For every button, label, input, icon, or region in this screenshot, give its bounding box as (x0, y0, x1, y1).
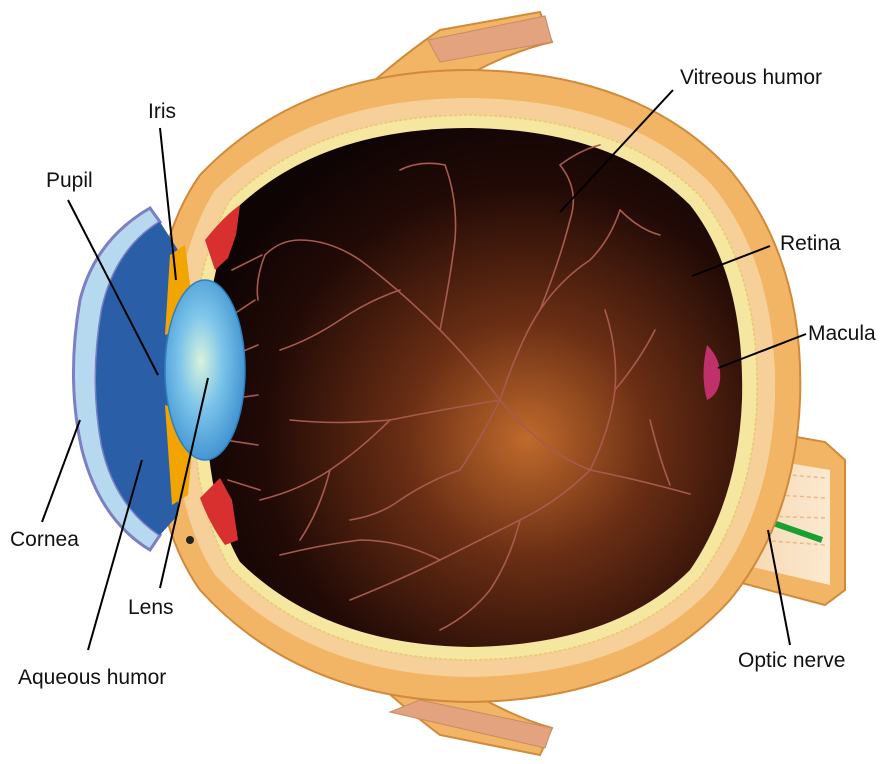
label-macula: Macula (808, 322, 876, 345)
label-optic-nerve: Optic nerve (738, 649, 845, 672)
label-cornea: Cornea (10, 528, 79, 551)
label-aqueous-humor: Aqueous humor (18, 666, 166, 689)
lens (165, 280, 245, 460)
label-retina: Retina (780, 232, 841, 255)
label-lens: Lens (128, 596, 174, 619)
vitreous-chamber (205, 128, 742, 647)
label-pupil: Pupil (46, 169, 93, 192)
schlemm-canal (186, 536, 194, 544)
label-vitreous-humor: Vitreous humor (680, 66, 822, 89)
label-iris: Iris (148, 100, 176, 123)
leader-cornea (42, 420, 80, 522)
